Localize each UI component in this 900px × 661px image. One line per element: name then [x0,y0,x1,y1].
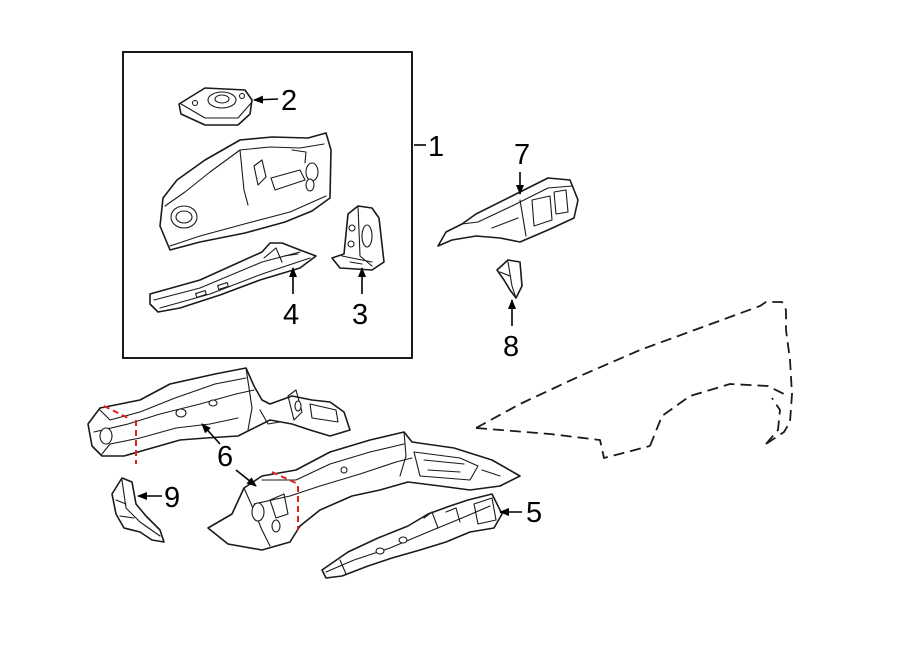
cut-line-right-diagonal [271,471,299,485]
part-6-right-rail[interactable] [207,431,521,551]
callout-labels: 1 2 3 4 5 6 7 8 9 [164,85,542,529]
cut-line-left-diagonal [103,405,129,419]
part-3-bracket[interactable] [331,205,385,271]
part-5-lower-rail[interactable] [321,493,503,579]
callout-8: 8 [503,331,519,363]
part-9-bracket[interactable] [111,477,165,543]
part-2-strut-mount[interactable] [178,87,253,126]
part-8-tab[interactable] [496,259,523,299]
leader-lines [137,95,524,516]
fender-outline [475,301,793,459]
callout-5: 5 [526,497,542,529]
callout-2: 2 [281,85,297,117]
callout-6: 6 [217,441,233,473]
assembly-frame [122,51,413,359]
part-1-wheelhouse-panel[interactable] [159,132,332,251]
callout-4: 4 [283,299,299,331]
part-4-lower-rail[interactable] [149,242,317,313]
cut-lines [103,405,299,530]
callout-7: 7 [514,139,530,171]
part-6-left-rail[interactable] [87,367,351,457]
part-7-upper-reinforcement[interactable] [437,177,579,247]
callout-9: 9 [164,482,180,514]
callout-3: 3 [352,299,368,331]
callout-1: 1 [428,131,444,163]
